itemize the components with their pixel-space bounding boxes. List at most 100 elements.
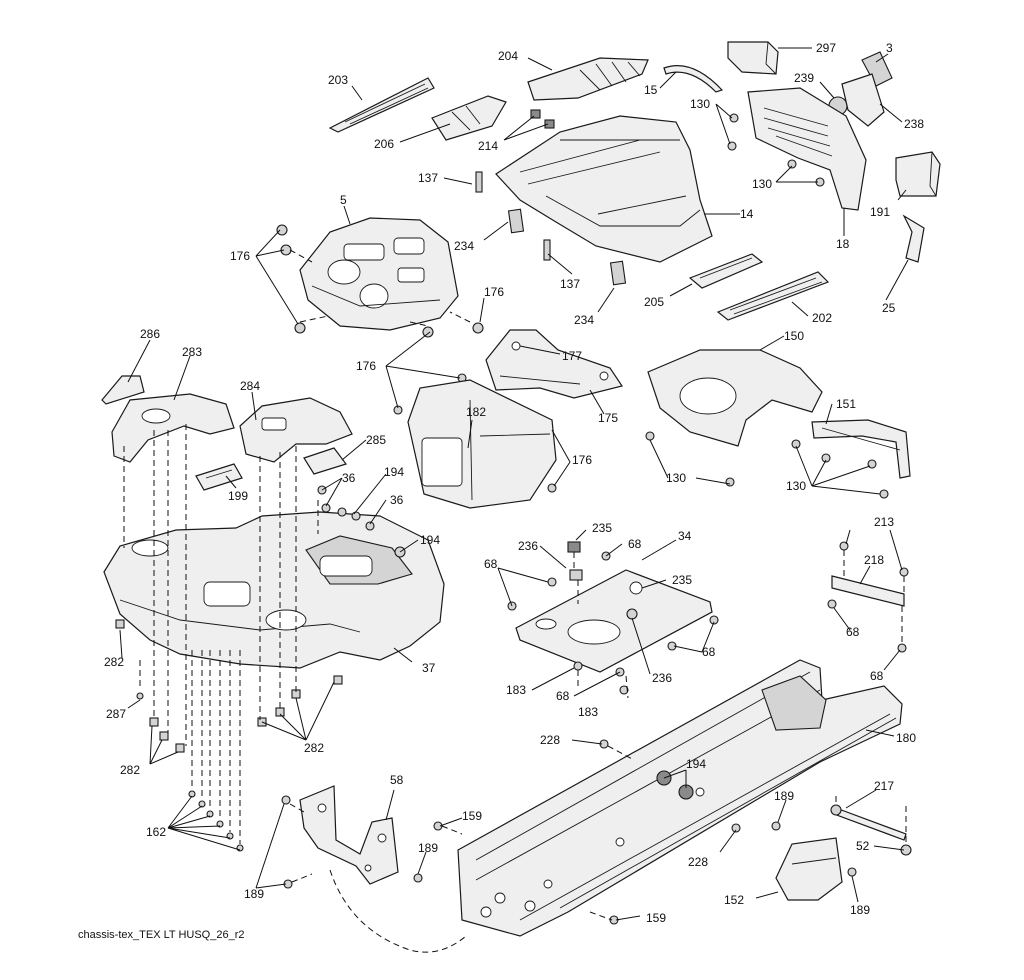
- callout-3: 3: [886, 41, 893, 55]
- part-175-bracket: [485, 329, 623, 399]
- callout-235-a: 235: [592, 521, 612, 535]
- callout-206: 206: [374, 137, 394, 151]
- callout-189-c: 189: [774, 789, 794, 803]
- callout-36-b: 36: [390, 493, 404, 507]
- callout-213: 213: [874, 515, 894, 529]
- callout-282-c: 282: [304, 741, 324, 755]
- part-297-foam-block: [727, 41, 779, 75]
- callout-202: 202: [812, 311, 832, 325]
- part-18-front-grille: [747, 87, 867, 211]
- callout-175: 175: [598, 411, 618, 425]
- callout-176-d: 176: [572, 453, 592, 467]
- callout-189-b: 189: [418, 841, 438, 855]
- part-205-vent: [688, 253, 764, 289]
- part-287-screw: [136, 692, 144, 700]
- callout-204: 204: [498, 49, 518, 63]
- part-37-rear-fender: [103, 511, 445, 669]
- leader-dash-218: [843, 550, 905, 644]
- callout-285: 285: [366, 433, 386, 447]
- callout-189-a: 189: [244, 887, 264, 901]
- callout-228-b: 228: [688, 855, 708, 869]
- callout-151: 151: [836, 397, 856, 411]
- part-151-bracket: [811, 419, 911, 479]
- callout-34: 34: [678, 529, 692, 543]
- callout-37: 37: [422, 661, 436, 675]
- part-137-rod-b: [543, 239, 551, 261]
- callout-36-a: 36: [342, 471, 356, 485]
- callout-205: 205: [644, 295, 664, 309]
- callout-286: 286: [140, 327, 160, 341]
- part-58-bracket: [299, 785, 399, 885]
- part-180-frame: [457, 659, 903, 937]
- callout-68-a: 68: [628, 537, 642, 551]
- callout-234-b: 234: [574, 313, 594, 327]
- callout-5: 5: [340, 193, 347, 207]
- leader-dash-58: [329, 869, 467, 953]
- callout-194-b: 194: [420, 533, 440, 547]
- callout-239: 239: [794, 71, 814, 85]
- callout-194-c: 194: [686, 757, 706, 771]
- part-14-hood: [495, 115, 713, 263]
- leader-dash-plate: [573, 552, 629, 699]
- callout-183-b: 183: [578, 705, 598, 719]
- part-286-cap: [101, 375, 145, 405]
- callout-218: 218: [864, 553, 884, 567]
- leader-lines: [119, 47, 909, 921]
- part-176-screws: [276, 224, 557, 493]
- part-234-pad-a: [507, 208, 525, 234]
- callout-228-a: 228: [540, 733, 560, 747]
- leader-dash-159: [441, 825, 613, 921]
- callout-159-b: 159: [646, 911, 666, 925]
- callout-14: 14: [740, 207, 754, 221]
- callout-130-mid: 130: [752, 177, 772, 191]
- callout-176-a: 176: [230, 249, 250, 263]
- callout-150: 150: [784, 329, 804, 343]
- callout-297: 297: [816, 41, 836, 55]
- part-162-screws: [188, 790, 244, 852]
- part-238-lens: [841, 73, 885, 127]
- diagram-caption: chassis-tex_TEX LT HUSQ_26_r2: [78, 929, 245, 941]
- callout-25: 25: [882, 301, 896, 315]
- callout-194-a: 194: [384, 465, 404, 479]
- part-152-guard: [775, 837, 843, 901]
- callout-130-top: 130: [690, 97, 710, 111]
- callout-199: 199: [228, 489, 248, 503]
- callout-283: 283: [182, 345, 202, 359]
- callout-284: 284: [240, 379, 260, 393]
- callout-217: 217: [874, 779, 894, 793]
- part-234-pad-b: [609, 260, 627, 286]
- callout-282-b: 282: [120, 763, 140, 777]
- part-189-bolts: [281, 795, 857, 889]
- part-182-cowl: [407, 379, 557, 509]
- callout-238: 238: [904, 117, 924, 131]
- leader-dash-189: [289, 803, 313, 883]
- callout-68-c: 68: [702, 645, 716, 659]
- callout-176-b: 176: [484, 285, 504, 299]
- leader-dash-176: [289, 249, 471, 327]
- callout-189-d: 189: [850, 903, 870, 917]
- callout-labels: 203 204 206 214 15 297 3 239 238 130 130…: [104, 41, 924, 925]
- callout-137-a: 137: [418, 171, 438, 185]
- callout-68-d: 68: [556, 689, 570, 703]
- part-282-clips: [115, 619, 343, 753]
- part-137-rod-a: [475, 171, 483, 193]
- part-214-clips: [530, 109, 555, 129]
- part-206-vent-insert: [431, 95, 507, 141]
- callout-152: 152: [724, 893, 744, 907]
- part-5-dash-panel: [299, 217, 459, 331]
- part-191-foam-block: [895, 151, 941, 197]
- part-202-grille-strip: [716, 271, 830, 321]
- part-25-bracket: [902, 214, 925, 263]
- callout-18: 18: [836, 237, 850, 251]
- callout-214: 214: [478, 139, 498, 153]
- callout-52: 52: [856, 839, 870, 853]
- callout-68-f: 68: [870, 669, 884, 683]
- callout-182: 182: [466, 405, 486, 419]
- callout-203: 203: [328, 73, 348, 87]
- part-204-hood-vent: [527, 57, 649, 101]
- part-203-grille-strip: [328, 77, 435, 133]
- callout-15: 15: [644, 83, 658, 97]
- callout-137-b: 137: [560, 277, 580, 291]
